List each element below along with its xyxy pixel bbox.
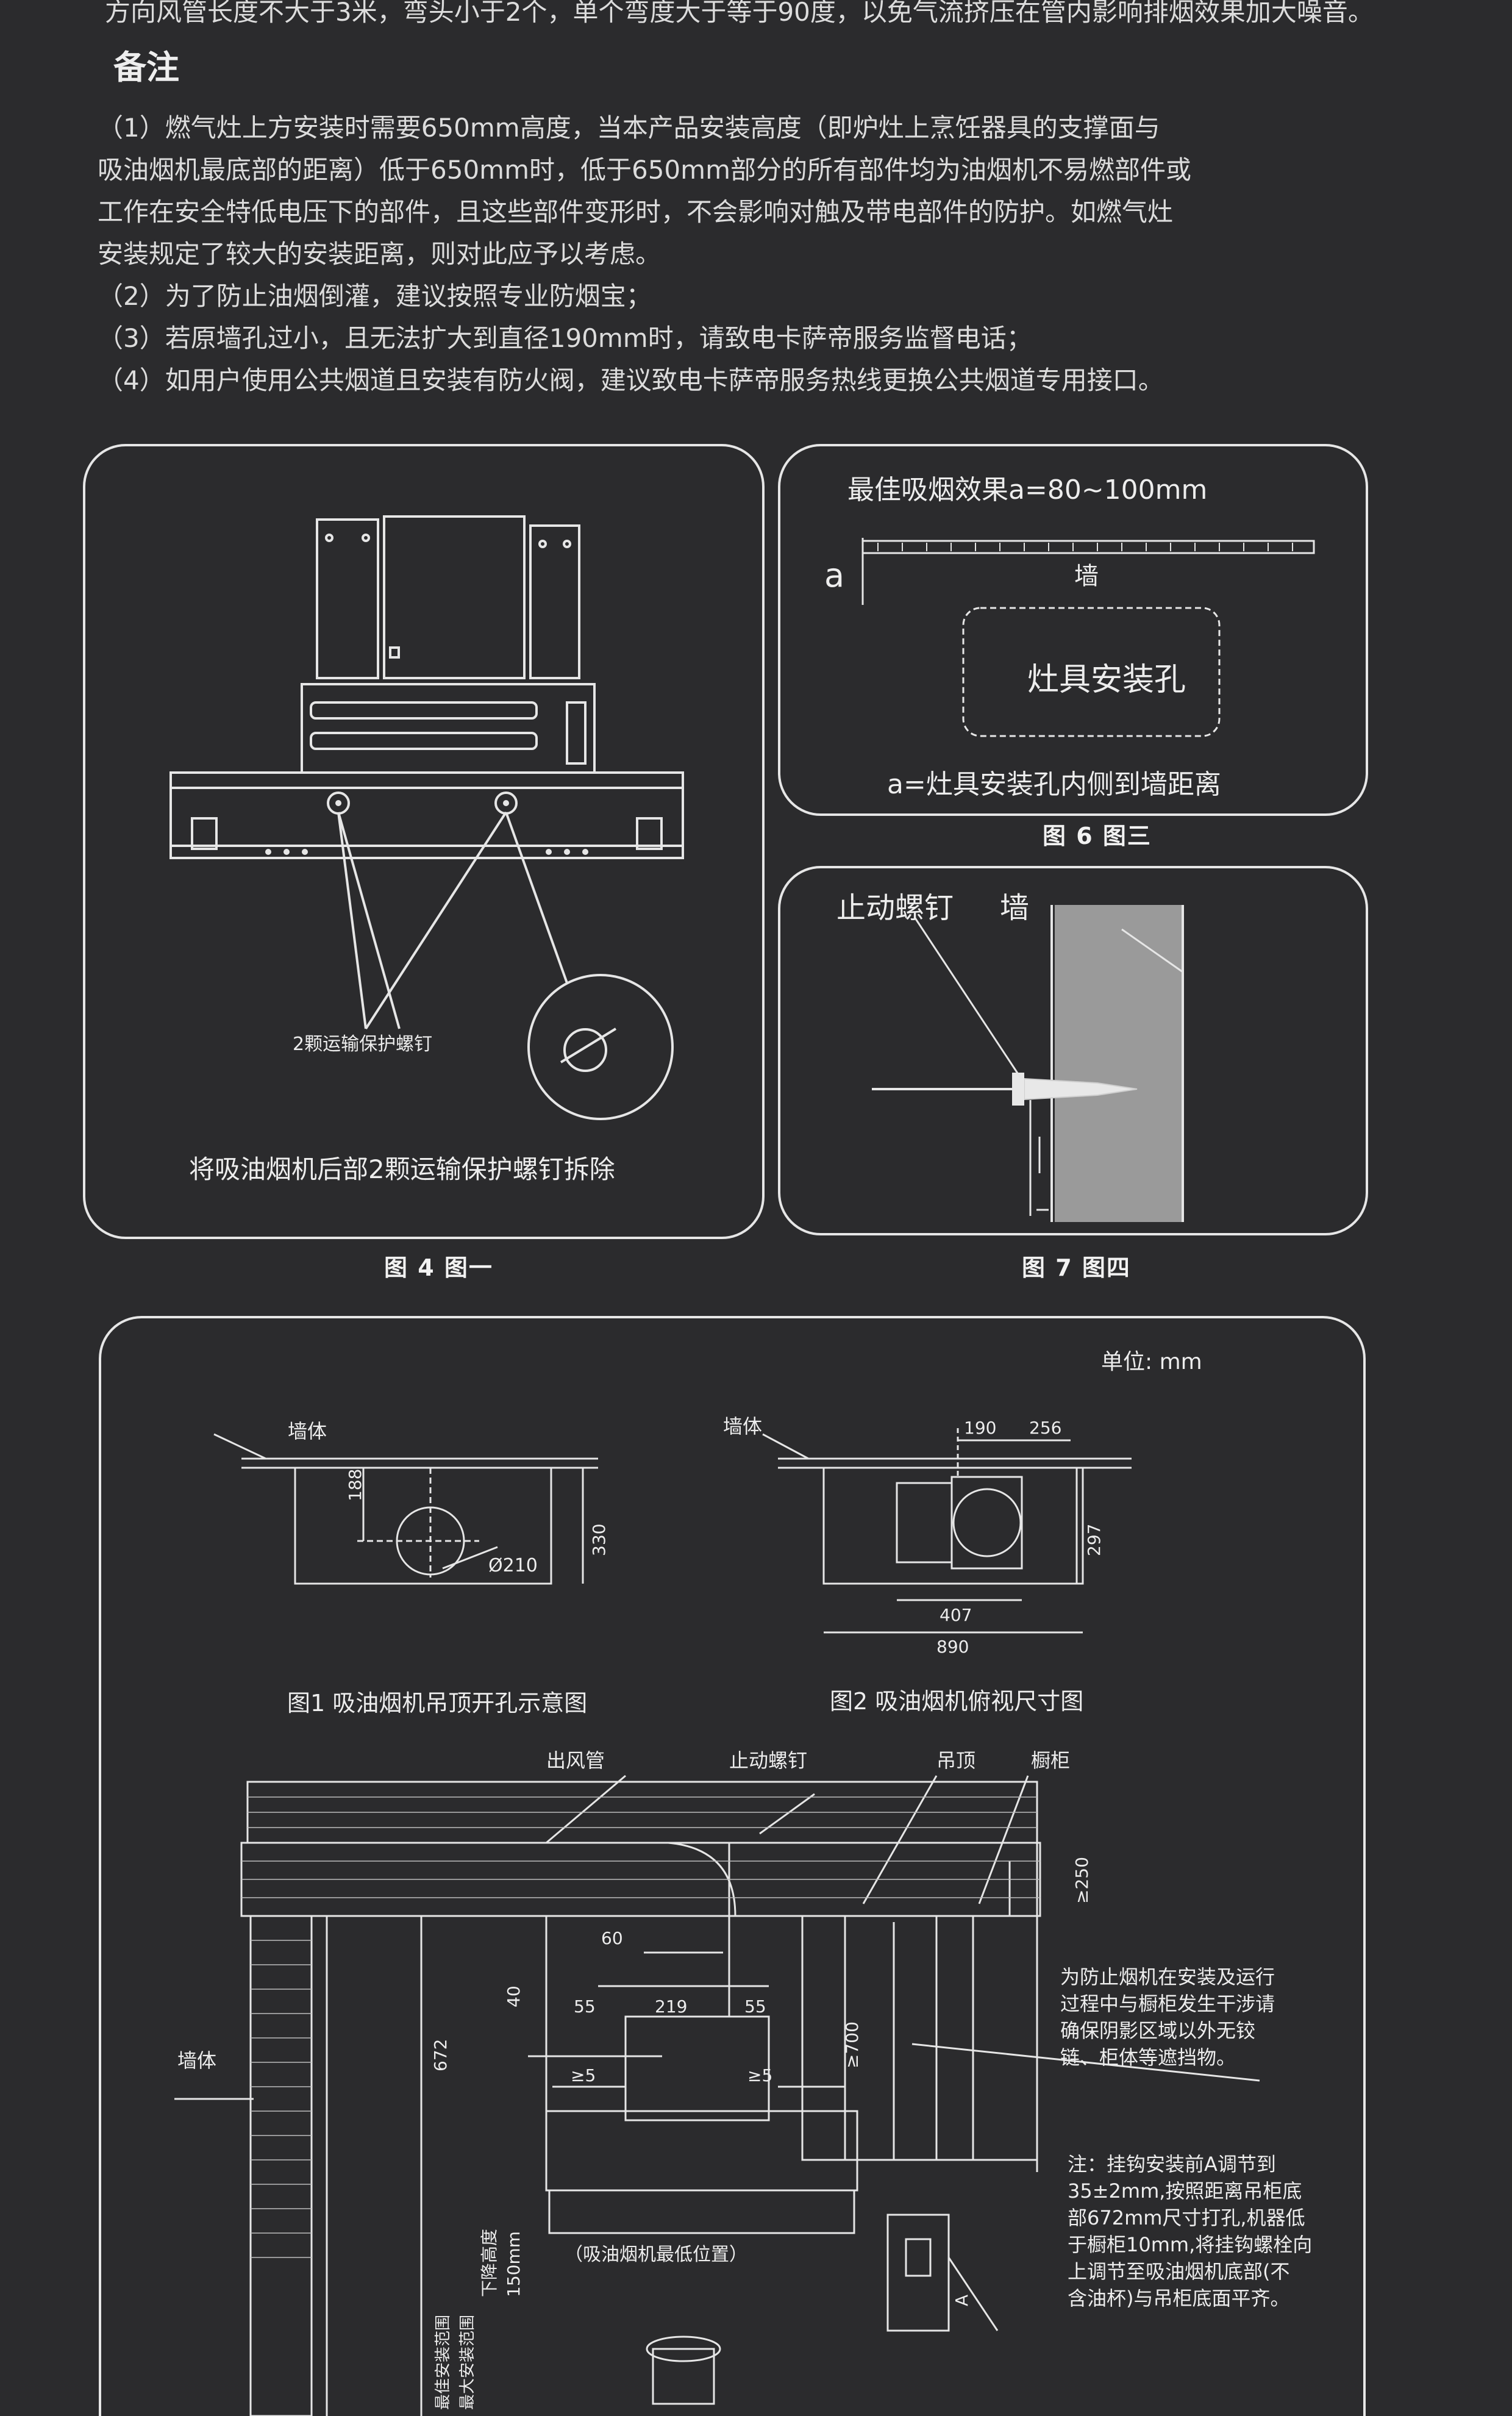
d3-ceiling-label: 吊顶 <box>936 1749 976 1772</box>
note-right-line-4: 链、柜体等遮挡物。 <box>1060 2046 1236 2069</box>
note-right-line-3: 确保阴影区域以外无铰 <box>1060 2019 1256 2042</box>
d3-best-range: 最佳安装范围 <box>434 2314 452 2410</box>
fig7-caption: 图 7 图四 <box>1022 1254 1131 1281</box>
note-right-line-2: 过程中与橱柜发生干涉请 <box>1060 1992 1275 2015</box>
d1-diameter: Ø210 <box>488 1555 538 1576</box>
d3-wall-label: 墙体 <box>177 2049 217 2072</box>
d3-dim-150: 150mm <box>504 2231 524 2297</box>
note-bottom-line-5: 上调节至吸油烟机底部(不 <box>1068 2260 1290 2283</box>
note-line-7: （4）如用户使用公共烟道且安装有防火阀，建议致电卡萨帝服务热线更换公共烟道专用接… <box>98 365 1164 395</box>
top-partial-line: 方向风管长度不大于3米，弯头小于2个，单个弯度大于等于90度，以免气流挤压在管内… <box>105 0 1374 27</box>
d3-dim-ge700: ≥700 <box>842 2021 862 2068</box>
note-line-4: 安装规定了较大的安装距离，则对此应予以考虑。 <box>98 239 661 269</box>
note-right-line-1: 为防止烟机在安装及运行 <box>1060 1965 1275 1989</box>
fig6-panel: 最佳吸烟效果a=80~100mm a 墙 灶具安装孔 a=灶具安装孔内侧到墙距离 <box>778 444 1368 816</box>
d3-dim-55-right: 55 <box>744 1996 766 2017</box>
d3-lower-height: 下降高度 <box>479 2228 499 2297</box>
d1-dim-188: 188 <box>345 1468 365 1501</box>
unit-label: 单位: mm <box>1101 1349 1202 1374</box>
fig6-wall-label: 墙 <box>1074 562 1099 590</box>
d3-a-mark: A <box>952 2294 972 2306</box>
fig7-wall-label: 墙 <box>1000 891 1030 925</box>
d2-wall-label: 墙体 <box>723 1415 763 1438</box>
notes-heading: 备注 <box>113 48 179 87</box>
note-line-2: 吸油烟机最底部的距离）低于650mm时，低于650mm部分的所有部件均为油烟机不… <box>98 155 1191 185</box>
d3-note-right: 为防止烟机在安装及运行 过程中与橱柜发生干涉请 确保阴影区域以外无铰 链、柜体等… <box>1060 1964 1275 2071</box>
fig4-panel: 2颗运输保护螺钉 将吸油烟机后部2颗运输保护螺钉拆除 <box>83 444 765 1239</box>
fig6-title: 最佳吸烟效果a=80~100mm <box>847 474 1208 506</box>
dimension-drawings <box>174 1428 1260 2416</box>
d2-dim-190: 190 <box>964 1418 997 1438</box>
fig6-a-label: a <box>824 556 845 595</box>
d3-dim-219: 219 <box>655 1996 688 2017</box>
d2-dim-890: 890 <box>936 1637 969 1657</box>
d3-dim-672: 672 <box>430 2039 451 2071</box>
d1-wall-label: 墙体 <box>288 1420 327 1443</box>
fig4-screw-label: 2颗运输保护螺钉 <box>293 1034 433 1055</box>
fig4-instruction: 将吸油烟机后部2颗运输保护螺钉拆除 <box>189 1154 615 1184</box>
fig7-panel: 止动螺钉 墙 <box>778 866 1368 1235</box>
d3-dim-40: 40 <box>504 1985 524 2007</box>
d3-screw-label: 止动螺钉 <box>729 1749 808 1772</box>
d3-dim-55-left: 55 <box>574 1996 596 2017</box>
dimensions-panel: 单位: mm 墙体 188 330 Ø210 图1 吸油烟机吊顶开孔示意图 墙体… <box>99 1316 1366 2416</box>
fig6-hole-label: 灶具安装孔 <box>1027 662 1186 698</box>
note-bottom-line-6: 含油杯)与吊柜底面平齐。 <box>1068 2287 1290 2310</box>
d1-dim-330: 330 <box>589 1523 609 1556</box>
d1-caption: 图1 吸油烟机吊顶开孔示意图 <box>287 1690 588 1717</box>
d3-dim-ge5-right: ≥5 <box>747 2065 773 2085</box>
d3-cabinet-label: 橱柜 <box>1031 1749 1071 1772</box>
d3-dim-ge5-left: ≥5 <box>571 2065 596 2085</box>
d3-note-bottom: 注：挂钩安装前A调节到 35±2mm,按照距离吊柜底 部672mm尺寸打孔,机器… <box>1068 2151 1312 2312</box>
d3-duct-label: 出风管 <box>546 1749 605 1772</box>
d3-lowest-position: （吸油烟机最低位置） <box>565 2244 747 2265</box>
d3-max-range: 最大安装范围 <box>458 2314 477 2410</box>
fig6-desc: a=灶具安装孔内侧到墙距离 <box>887 769 1221 800</box>
note-line-3: 工作在安全特低电压下的部件，且这些部件变形时，不会影响对触及带电部件的防护。如燃… <box>98 197 1174 227</box>
d2-dim-256: 256 <box>1029 1418 1062 1438</box>
fig7-screw-label: 止动螺钉 <box>836 891 954 925</box>
note-line-6: （3）若原墙孔过小，且无法扩大到直径190mm时，请致电卡萨帝服务监督电话； <box>98 323 1032 353</box>
d2-dim-297: 297 <box>1084 1523 1104 1556</box>
note-bottom-line-4: 于橱柜10mm,将挂钩螺栓向 <box>1068 2233 1313 2256</box>
d2-dim-407: 407 <box>940 1605 972 1625</box>
fig6-caption: 图 6 图三 <box>1043 823 1152 849</box>
fig4-caption: 图 4 图一 <box>384 1254 493 1281</box>
note-line-1: （1）燃气灶上方安装时需要650mm高度，当本产品安装高度（即炉灶上烹饪器具的支… <box>98 113 1160 143</box>
d2-caption: 图2 吸油烟机俯视尺寸图 <box>830 1688 1084 1715</box>
range-hood-back-drawing <box>169 515 684 1120</box>
note-bottom-line-2: 35±2mm,按照距离吊柜底 <box>1068 2179 1302 2203</box>
note-bottom-line-1: 注：挂钩安装前A调节到 <box>1068 2153 1276 2176</box>
d3-dim-ge250: ≥250 <box>1072 1857 1092 1904</box>
stop-screw-drawing <box>872 905 1184 1222</box>
wall-distance-drawing <box>861 538 1315 737</box>
note-bottom-line-3: 部672mm尺寸打孔,机器低 <box>1068 2206 1305 2229</box>
d3-dim-60: 60 <box>601 1928 623 1948</box>
note-line-5: （2）为了防止油烟倒灌，建议按照专业防烟宝； <box>98 281 652 311</box>
